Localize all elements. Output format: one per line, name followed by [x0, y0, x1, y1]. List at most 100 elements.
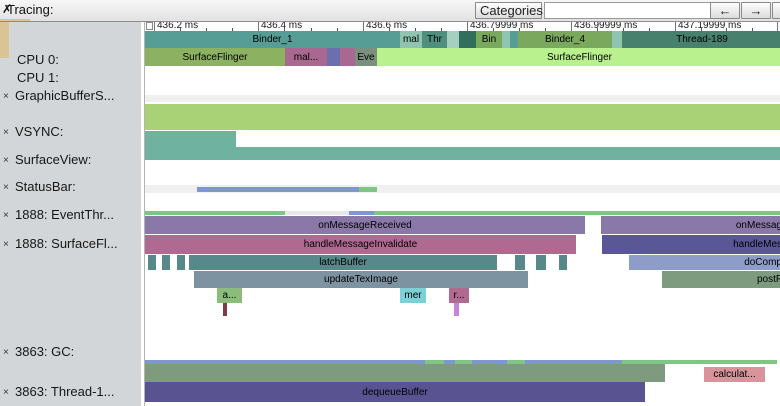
sidebar-row-cpu-1: CPU 1:	[0, 70, 158, 86]
latchbuffer-slice[interactable]	[148, 255, 156, 270]
slice-onmessag[interactable]: onMessag	[601, 216, 780, 234]
ruler-minor-tick	[726, 28, 727, 31]
track-label: 3863: Thread-1...	[15, 384, 115, 399]
surfaceflinger-leaf-slice[interactable]	[223, 303, 227, 316]
ruler-minor-tick	[415, 28, 416, 31]
close-track-icon[interactable]: ×	[3, 127, 9, 138]
thread1-run-slice[interactable]	[525, 360, 622, 364]
categories-button[interactable]: Categories	[475, 2, 543, 19]
sidebar-row-3863-thread-1: × 3863: Thread-1...	[0, 384, 141, 400]
cpu1-slice[interactable]	[327, 48, 340, 66]
slice-label: Binder_4	[544, 34, 586, 45]
slice-onmessagereceived[interactable]: onMessageReceived	[145, 216, 585, 234]
ruler-tick-label: 436.2 ms	[154, 21, 198, 31]
slice-mal[interactable]: mal	[400, 31, 422, 48]
slice-dequeuebuffer[interactable]: dequeueBuffer	[145, 382, 645, 402]
slice-handlemes[interactable]: handleMes	[602, 235, 780, 254]
thread1-run-slice[interactable]	[455, 360, 472, 364]
close-track-icon[interactable]: ×	[3, 239, 9, 250]
surfaceflinger-leaf-slice[interactable]	[454, 303, 459, 316]
slice-mer[interactable]: mer	[400, 288, 426, 303]
slice-label: Eve	[357, 51, 375, 63]
thread1-run-slice[interactable]	[444, 360, 455, 364]
surfaceflinger-run-slice[interactable]	[349, 211, 374, 215]
selection-marker	[0, 19, 30, 21]
sidebar-row-3863-gc: × 3863: GC:	[0, 344, 141, 360]
thread1-run-slice[interactable]	[472, 360, 507, 364]
thread1-run-slice[interactable]	[507, 360, 525, 364]
eventthread-slice[interactable]	[359, 187, 377, 192]
thread1-run-slice[interactable]	[145, 360, 425, 364]
slice-label: dequeueBuffer	[362, 386, 428, 398]
close-track-icon[interactable]: ×	[3, 182, 9, 193]
surfaceview-slice[interactable]	[145, 131, 236, 147]
track-label: 1888: EventThr...	[15, 207, 115, 222]
slice-thr[interactable]: Thr	[422, 31, 447, 48]
latchbuffer-slice[interactable]	[162, 255, 170, 270]
cpu0-slice[interactable]	[612, 31, 622, 48]
sidebar-row-statusbar: ×StatusBar:	[0, 179, 141, 195]
ruler-minor-tick	[752, 28, 753, 31]
selection-marker	[0, 21, 9, 58]
slice-label: handleMes	[733, 239, 780, 250]
slice-bin[interactable]: Bin	[476, 31, 502, 48]
surfaceflinger-run-slice[interactable]	[145, 211, 285, 215]
close-track-icon[interactable]: ×	[3, 347, 9, 358]
slice-handlemessageinvalidate[interactable]: handleMessageInvalidate	[145, 235, 576, 254]
surfaceflinger-run-slice[interactable]	[374, 211, 780, 215]
slice-thread-189[interactable]: Thread-189	[622, 31, 780, 48]
slice-mal[interactable]: mal...	[285, 48, 327, 66]
surfaceflinger-run-slice	[285, 211, 349, 215]
slice-updateteximage[interactable]: updateTexImage	[194, 271, 528, 288]
slice-label: Thread-189	[676, 34, 728, 45]
slice-eve[interactable]: Eve	[355, 48, 377, 66]
close-icon[interactable]: ✗	[2, 2, 13, 16]
slice-surfaceflinger[interactable]: SurfaceFlinger	[377, 48, 780, 66]
latchbuffer-slice[interactable]	[177, 255, 185, 270]
slice-latchbuffer[interactable]: latchBuffer	[189, 255, 497, 270]
ruler-origin-box	[146, 22, 153, 30]
ruler-minor-tick	[597, 28, 598, 31]
ruler-tick-label: 4	[777, 21, 780, 31]
latchbuffer-slice[interactable]	[515, 255, 525, 270]
ruler-minor-tick	[337, 28, 338, 31]
close-track-icon[interactable]: ×	[3, 91, 9, 102]
latchbuffer-slice[interactable]	[559, 255, 567, 270]
eventthread-slice[interactable]	[197, 187, 359, 192]
close-track-icon[interactable]: ×	[3, 210, 9, 221]
slice-label: Bin	[481, 34, 497, 45]
cpu1-slice[interactable]	[340, 48, 355, 66]
slice-label: SurfaceFlinger	[182, 51, 248, 63]
vsync-slice[interactable]	[145, 104, 780, 130]
thread1-run-slice[interactable]	[425, 360, 444, 364]
close-track-icon[interactable]: ×	[3, 155, 9, 166]
forward-button[interactable]: →	[741, 2, 771, 19]
latchbuffer-slice[interactable]	[536, 255, 546, 270]
cpu0-slice[interactable]	[459, 31, 476, 48]
ruler-minor-tick	[623, 28, 624, 31]
back-button[interactable]: ←	[710, 2, 740, 19]
ruler-minor-tick	[441, 28, 442, 31]
thread1-slice[interactable]	[145, 364, 665, 382]
slice-binder-1[interactable]: Binder_1	[145, 31, 400, 48]
cpu0-slice[interactable]	[510, 31, 518, 48]
slice-docomp[interactable]: doComp	[629, 255, 780, 270]
ruler-minor-tick	[206, 28, 207, 31]
filter-input[interactable]	[544, 2, 725, 19]
slice-a[interactable]: a...	[217, 288, 242, 303]
slice-surfaceflinger[interactable]: SurfaceFlinger	[145, 48, 285, 66]
thread1-run-slice[interactable]	[622, 360, 777, 364]
track-label: SurfaceView:	[15, 152, 92, 167]
cpu0-slice[interactable]	[502, 31, 510, 48]
surfaceview-slice[interactable]	[145, 147, 780, 160]
help-button[interactable]: ?	[772, 2, 780, 19]
cpu0-slice[interactable]	[447, 31, 459, 48]
close-track-icon[interactable]: ×	[3, 387, 9, 398]
slice-r[interactable]: r...	[449, 288, 469, 303]
slice-postf[interactable]: postF	[662, 271, 780, 288]
slice-calculat[interactable]: calculat...	[704, 367, 765, 382]
slice-label: mal	[402, 34, 420, 45]
track-label: 3863: GC:	[15, 344, 75, 359]
slice-binder-4[interactable]: Binder_4	[518, 31, 612, 48]
